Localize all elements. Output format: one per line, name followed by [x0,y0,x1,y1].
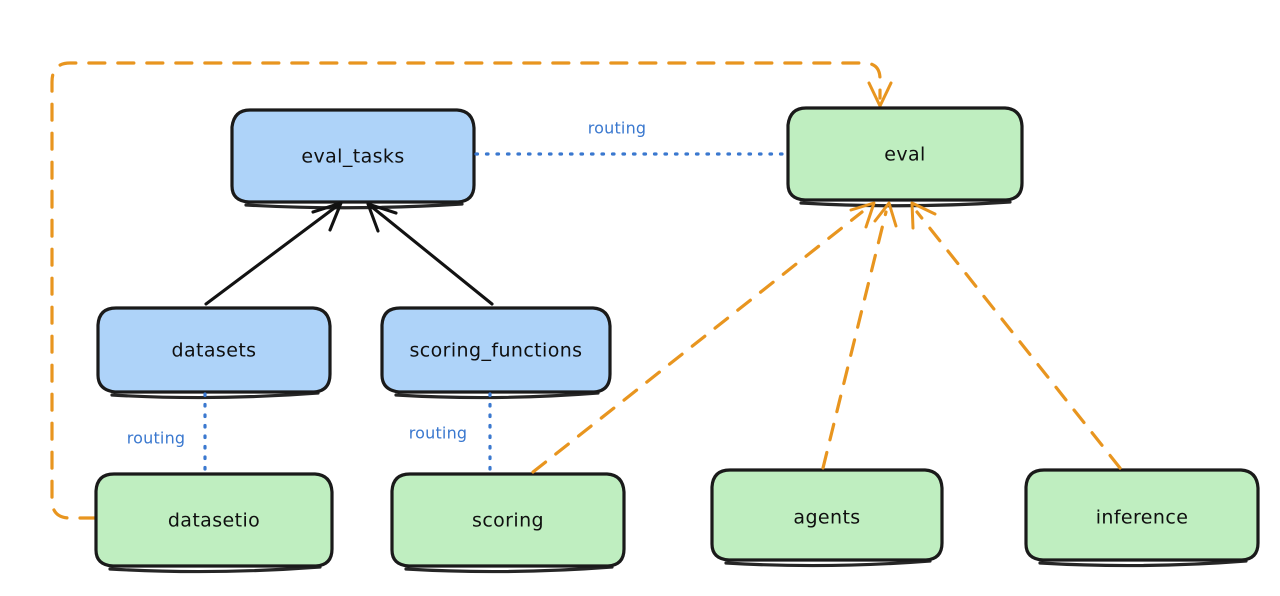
node-datasets[interactable]: datasets [96,306,332,400]
edge-eval-tasks-eval: routing [474,119,788,156]
node-datasets-box [96,306,332,394]
node-datasetio-label: datasetio [168,510,260,532]
node-agents-shadow [724,559,932,568]
node-scoring-functions-label: scoring_functions [410,340,583,362]
node-agents[interactable]: agents [710,468,944,568]
edge-datasets-datasetio: routing [127,392,207,474]
node-scoring-shadow [404,565,614,574]
node-eval-box [786,106,1024,202]
node-eval-tasks-label: eval_tasks [301,146,404,168]
node-scoring-box [390,472,626,568]
edge-agents-eval-line [821,210,888,470]
edge-scoring-functions-eval-tasks-line [370,205,494,306]
edge-datasetio-eval [50,61,893,520]
node-inference-label: inference [1096,507,1189,529]
node-datasetio-shadow [108,565,322,574]
edge-datasets-eval-tasks [204,201,343,306]
node-scoring-functions-shadow [394,391,600,400]
node-agents-box [710,468,944,562]
node-inference-shadow [1038,559,1248,568]
node-datasetio[interactable]: datasetio [94,472,334,574]
node-datasetio-box [94,472,334,568]
edge-datasetio-eval-line [50,61,882,520]
node-eval[interactable]: eval [786,106,1024,208]
node-datasets-label: datasets [172,340,257,362]
edge-datasetio-eval-arrowhead [867,81,893,108]
node-inference[interactable]: inference [1024,468,1260,568]
node-eval-tasks[interactable]: eval_tasks [230,108,476,210]
edge-inference-eval-arrowhead [910,201,937,230]
node-eval-tasks-box [230,108,476,204]
node-scoring-functions-box [380,306,612,394]
edge-scoring-eval-line [531,210,864,474]
edge-inference-eval [910,201,1122,470]
node-eval-shadow [799,200,1012,208]
edge-scoring-functions-scoring-label: routing [409,424,468,443]
node-inference-box [1024,468,1260,562]
edge-agents-eval [821,201,898,470]
edge-scoring-eval [531,201,876,474]
node-scoring-functions[interactable]: scoring_functions [380,306,612,400]
edge-agents-eval-arrowhead [873,201,898,228]
edge-scoring-functions-eval-tasks [366,202,494,306]
edge-datasets-eval-tasks-arrowhead [311,201,343,232]
node-scoring-label: scoring [472,510,544,532]
edge-scoring-functions-scoring: routing [409,392,492,474]
edge-datasets-eval-tasks-line [204,204,339,306]
node-eval-tasks-shadow [244,202,464,210]
edge-eval-tasks-eval-label: routing [588,119,647,138]
edge-scoring-eval-arrowhead [849,201,876,229]
node-eval-label: eval [884,144,925,166]
node-datasets-shadow [110,391,320,400]
node-agents-label: agents [793,507,860,529]
edge-datasets-datasetio-label: routing [127,429,186,448]
node-scoring[interactable]: scoring [390,472,626,574]
edge-inference-eval-line [915,210,1122,470]
edge-scoring-functions-eval-tasks-arrowhead [366,202,398,233]
